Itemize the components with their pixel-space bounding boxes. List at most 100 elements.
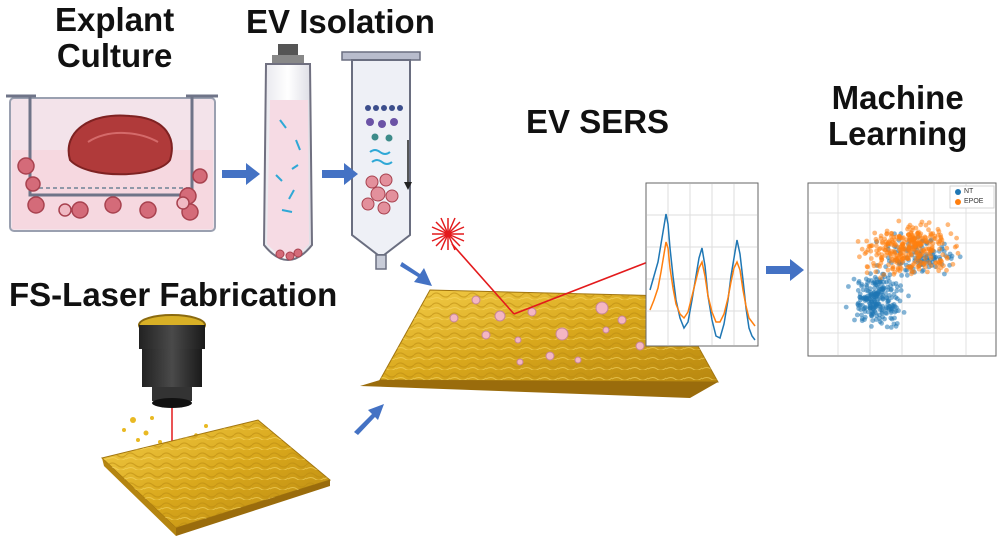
scatter-point — [875, 289, 881, 294]
scatter-point — [881, 272, 887, 277]
scatter-point — [880, 303, 886, 309]
scatter-point — [948, 231, 954, 237]
scatter-legend-box — [949, 185, 995, 209]
scatter-point — [887, 272, 893, 278]
scatter-point — [932, 233, 938, 239]
scatter-point — [880, 240, 885, 246]
scatter-point — [869, 324, 874, 329]
scatter-point — [852, 317, 857, 323]
scatter-point — [872, 274, 878, 280]
laser-burst-icon — [431, 217, 465, 251]
scatter-point — [859, 312, 864, 318]
scatter-point — [868, 256, 874, 261]
scatter-point — [947, 251, 953, 257]
scatter-point — [910, 225, 916, 231]
scatter-point — [863, 305, 868, 310]
spectrum-blue — [649, 213, 756, 341]
scatter-point — [887, 279, 892, 284]
scatter-point — [880, 314, 885, 320]
scatter-point — [855, 288, 861, 293]
spin-column-icon — [341, 51, 421, 270]
scatter-point — [883, 291, 888, 296]
scatter-point — [952, 244, 958, 250]
scatter-point — [937, 246, 942, 252]
scatter-points — [843, 218, 963, 330]
scatter-point — [857, 254, 862, 260]
label-ml-line2: Learning — [828, 114, 968, 152]
scatter-point — [889, 306, 895, 311]
scatter-point — [860, 287, 866, 293]
arrow-sers-to-ml — [766, 259, 804, 281]
scatter-point — [917, 263, 922, 268]
scatter-point — [909, 264, 915, 270]
scatter-point — [864, 264, 870, 269]
arrow-culture-to-tube — [222, 163, 260, 185]
scatter-point — [888, 315, 894, 321]
scatter-point — [929, 245, 935, 251]
scatter-point — [923, 255, 928, 261]
scatter-point — [925, 269, 930, 275]
scatter-point — [950, 261, 956, 267]
label-explant-culture: Explant Culture — [55, 2, 174, 73]
scatter-point — [895, 265, 901, 271]
label-ml-line1: Machine — [831, 79, 964, 116]
scatter-point — [870, 318, 876, 323]
scatter-point — [865, 293, 870, 299]
scatter-point — [940, 252, 946, 258]
scatter-point — [905, 255, 911, 261]
scatter-point — [877, 296, 882, 301]
scatter-point — [856, 306, 862, 311]
scatter-point — [874, 239, 880, 244]
label-ev-sers: EV SERS — [526, 103, 670, 140]
scatter-point — [908, 238, 914, 243]
scatter-point — [898, 288, 904, 293]
label-explant-line2: Culture — [56, 36, 173, 74]
scatter-point — [911, 261, 917, 266]
scatter-point — [944, 245, 950, 251]
scatter-point — [937, 261, 943, 267]
scatter-point — [855, 301, 861, 307]
scatter-point — [889, 256, 895, 262]
scatter-point — [898, 235, 903, 241]
scatter-point — [885, 267, 891, 273]
scatter-point — [944, 267, 949, 273]
scatter-point — [871, 306, 877, 311]
scatter-point — [884, 295, 889, 300]
scatter-point — [913, 249, 919, 255]
scatter-point — [916, 229, 921, 235]
scatter-point — [894, 288, 900, 294]
scatter-point — [871, 260, 876, 266]
scatter-point — [899, 273, 904, 278]
scatter-point — [909, 271, 914, 277]
label-fs-laser-fabrication: FS-Laser Fabrication — [9, 276, 338, 313]
scatter-point — [865, 309, 871, 315]
ev-vesicles — [17, 157, 208, 221]
scatter-point — [872, 297, 877, 303]
scatter-point — [926, 241, 932, 246]
ev-particles — [449, 295, 645, 366]
scatter-point — [877, 264, 883, 269]
scatter-point — [859, 283, 864, 289]
scatter-point — [901, 310, 907, 315]
scatter-point — [908, 231, 914, 236]
scatter-point — [888, 325, 894, 330]
arrow-tube-to-column — [322, 163, 358, 185]
tube-icon — [262, 44, 314, 261]
sers-spectrum-plot — [645, 182, 759, 347]
legend-epoe-marker — [955, 199, 961, 205]
arrow-column-to-substrate — [400, 262, 432, 286]
scatter-point — [855, 239, 861, 244]
scatter-point — [890, 281, 896, 287]
scatter-point — [905, 226, 910, 232]
scatter-point — [876, 250, 881, 256]
scatter-point — [896, 218, 902, 224]
scatter-point — [888, 310, 894, 315]
scatter-point — [957, 254, 963, 260]
scatter-point — [883, 247, 888, 253]
scatter-point — [923, 222, 929, 228]
scatter-point — [944, 254, 949, 260]
scatter-point — [892, 309, 898, 315]
scatter-point — [843, 304, 849, 310]
